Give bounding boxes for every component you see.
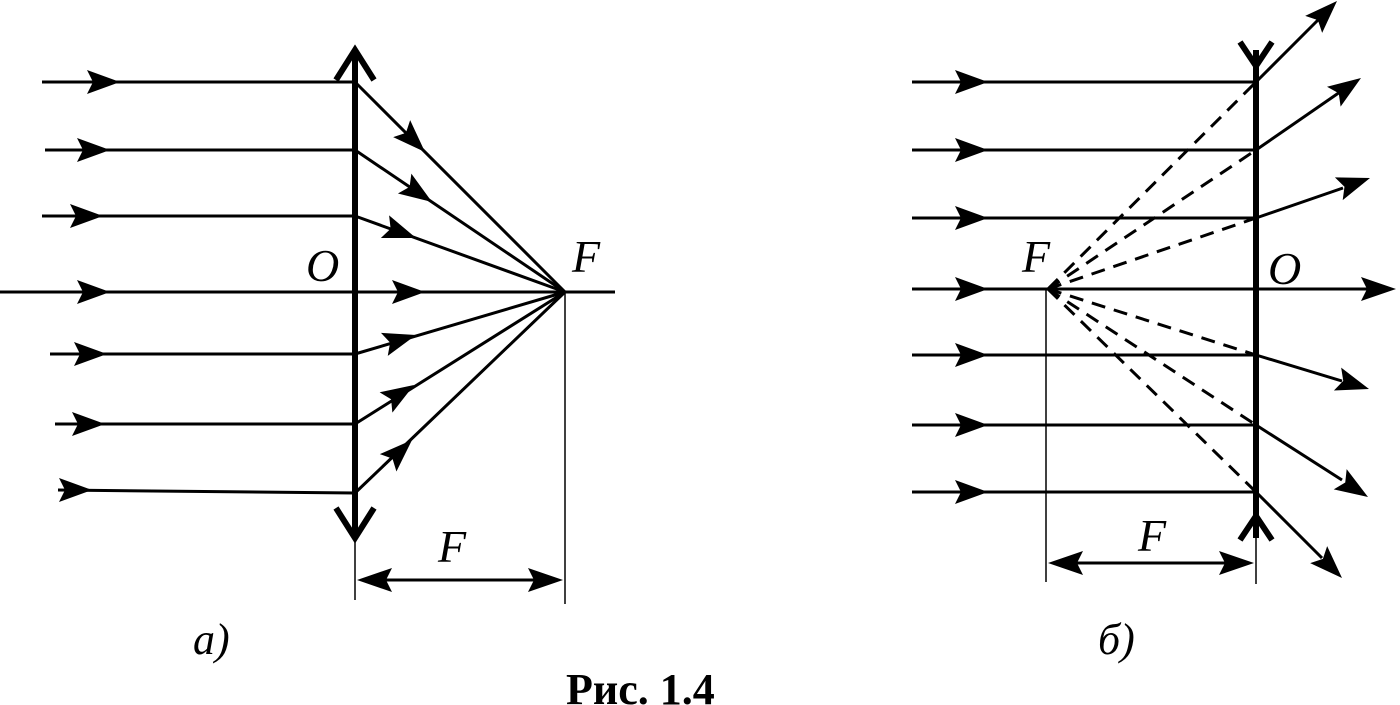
- virtual-ray: [1047, 287, 1257, 357]
- ray-arrowhead: [1327, 78, 1361, 107]
- optical-axis-arrowhead: [1361, 277, 1396, 301]
- ray-arrowhead: [74, 342, 107, 366]
- virtual-rays-b: [1046, 80, 1258, 494]
- refracted-rays-a: [353, 80, 567, 495]
- lens-bottom-arrowhead: [1237, 510, 1275, 542]
- lens-top-arrowhead: [1237, 40, 1275, 72]
- dimension-arrowhead-left: [357, 568, 392, 592]
- focal-distance-label: F: [437, 521, 467, 572]
- ray-arrowhead: [955, 277, 988, 301]
- refracted-ray: [353, 80, 567, 294]
- ray-arrowhead: [955, 343, 988, 367]
- ray-arrowhead: [955, 206, 988, 230]
- dimension-arrowhead-right: [1219, 551, 1254, 575]
- refracted-arrowheads-b: [1305, 1, 1370, 578]
- virtual-ray: [1047, 216, 1257, 291]
- ray-arrowhead: [1310, 546, 1342, 578]
- incident-arrowheads-a: [59, 70, 120, 502]
- focus-label: F: [571, 231, 601, 282]
- ray-arrowhead: [380, 332, 416, 356]
- refracted-rays-b: [1254, 16, 1344, 560]
- refracted-ray: [1255, 186, 1344, 220]
- refracted-ray: [354, 148, 566, 294]
- refracted-ray: [1255, 353, 1343, 383]
- ray-arrowhead: [379, 440, 412, 472]
- ray-arrowhead: [397, 173, 432, 202]
- ray-arrowhead: [955, 480, 988, 504]
- virtual-ray: [1047, 148, 1257, 291]
- refracted-ray: [354, 290, 566, 426]
- ray-arrowhead: [955, 70, 988, 94]
- incident-arrowheads-b: [955, 70, 988, 504]
- ray-arrowhead: [77, 280, 110, 304]
- ray-arrowhead: [955, 413, 988, 437]
- optical-center-label: O: [1268, 243, 1301, 294]
- refracted-ray: [353, 290, 567, 495]
- ray-arrowhead: [1333, 469, 1368, 497]
- ray-arrowhead: [393, 120, 425, 152]
- ray-arrowhead: [955, 138, 988, 162]
- panel-a-sublabel: а): [193, 615, 230, 664]
- virtual-ray: [1046, 80, 1258, 291]
- incident-ray: [57, 488, 356, 495]
- ray-arrowhead: [77, 138, 110, 162]
- refracted-ray: [1254, 490, 1324, 560]
- ray-arrowhead: [87, 70, 120, 94]
- refracted-ray: [1255, 90, 1341, 152]
- optical-center-label: O: [306, 240, 339, 291]
- panel-a-converging-lens-diagram: O F F а): [0, 44, 615, 664]
- ray-arrowhead: [392, 280, 425, 304]
- ray-arrowhead: [380, 215, 416, 238]
- ray-arrowhead: [59, 478, 92, 502]
- lens-top-arrowhead: [333, 44, 377, 82]
- refracted-ray: [1255, 423, 1343, 482]
- ray-arrowhead: [379, 385, 414, 413]
- virtual-ray: [1046, 287, 1258, 494]
- ray-arrowhead: [70, 204, 103, 228]
- ray-arrowhead: [1334, 177, 1370, 201]
- refracted-arrowheads-a: [379, 120, 432, 472]
- refracted-ray: [1254, 16, 1322, 84]
- ray-arrowhead: [1333, 367, 1369, 391]
- focal-distance-label: F: [1137, 510, 1167, 561]
- virtual-ray: [1047, 287, 1257, 427]
- dimension-arrowhead-left: [1048, 551, 1083, 575]
- ray-arrowhead: [1305, 1, 1337, 33]
- focus-label: F: [1021, 231, 1051, 282]
- figure-caption: Рис. 1.4: [566, 665, 715, 705]
- ray-arrowhead: [72, 412, 105, 436]
- panel-b-diverging-lens-diagram: F O F б): [912, 1, 1396, 664]
- panel-b-sublabel: б): [1098, 615, 1135, 664]
- refracted-ray: [354, 214, 566, 294]
- dimension-arrowhead-right: [528, 568, 563, 592]
